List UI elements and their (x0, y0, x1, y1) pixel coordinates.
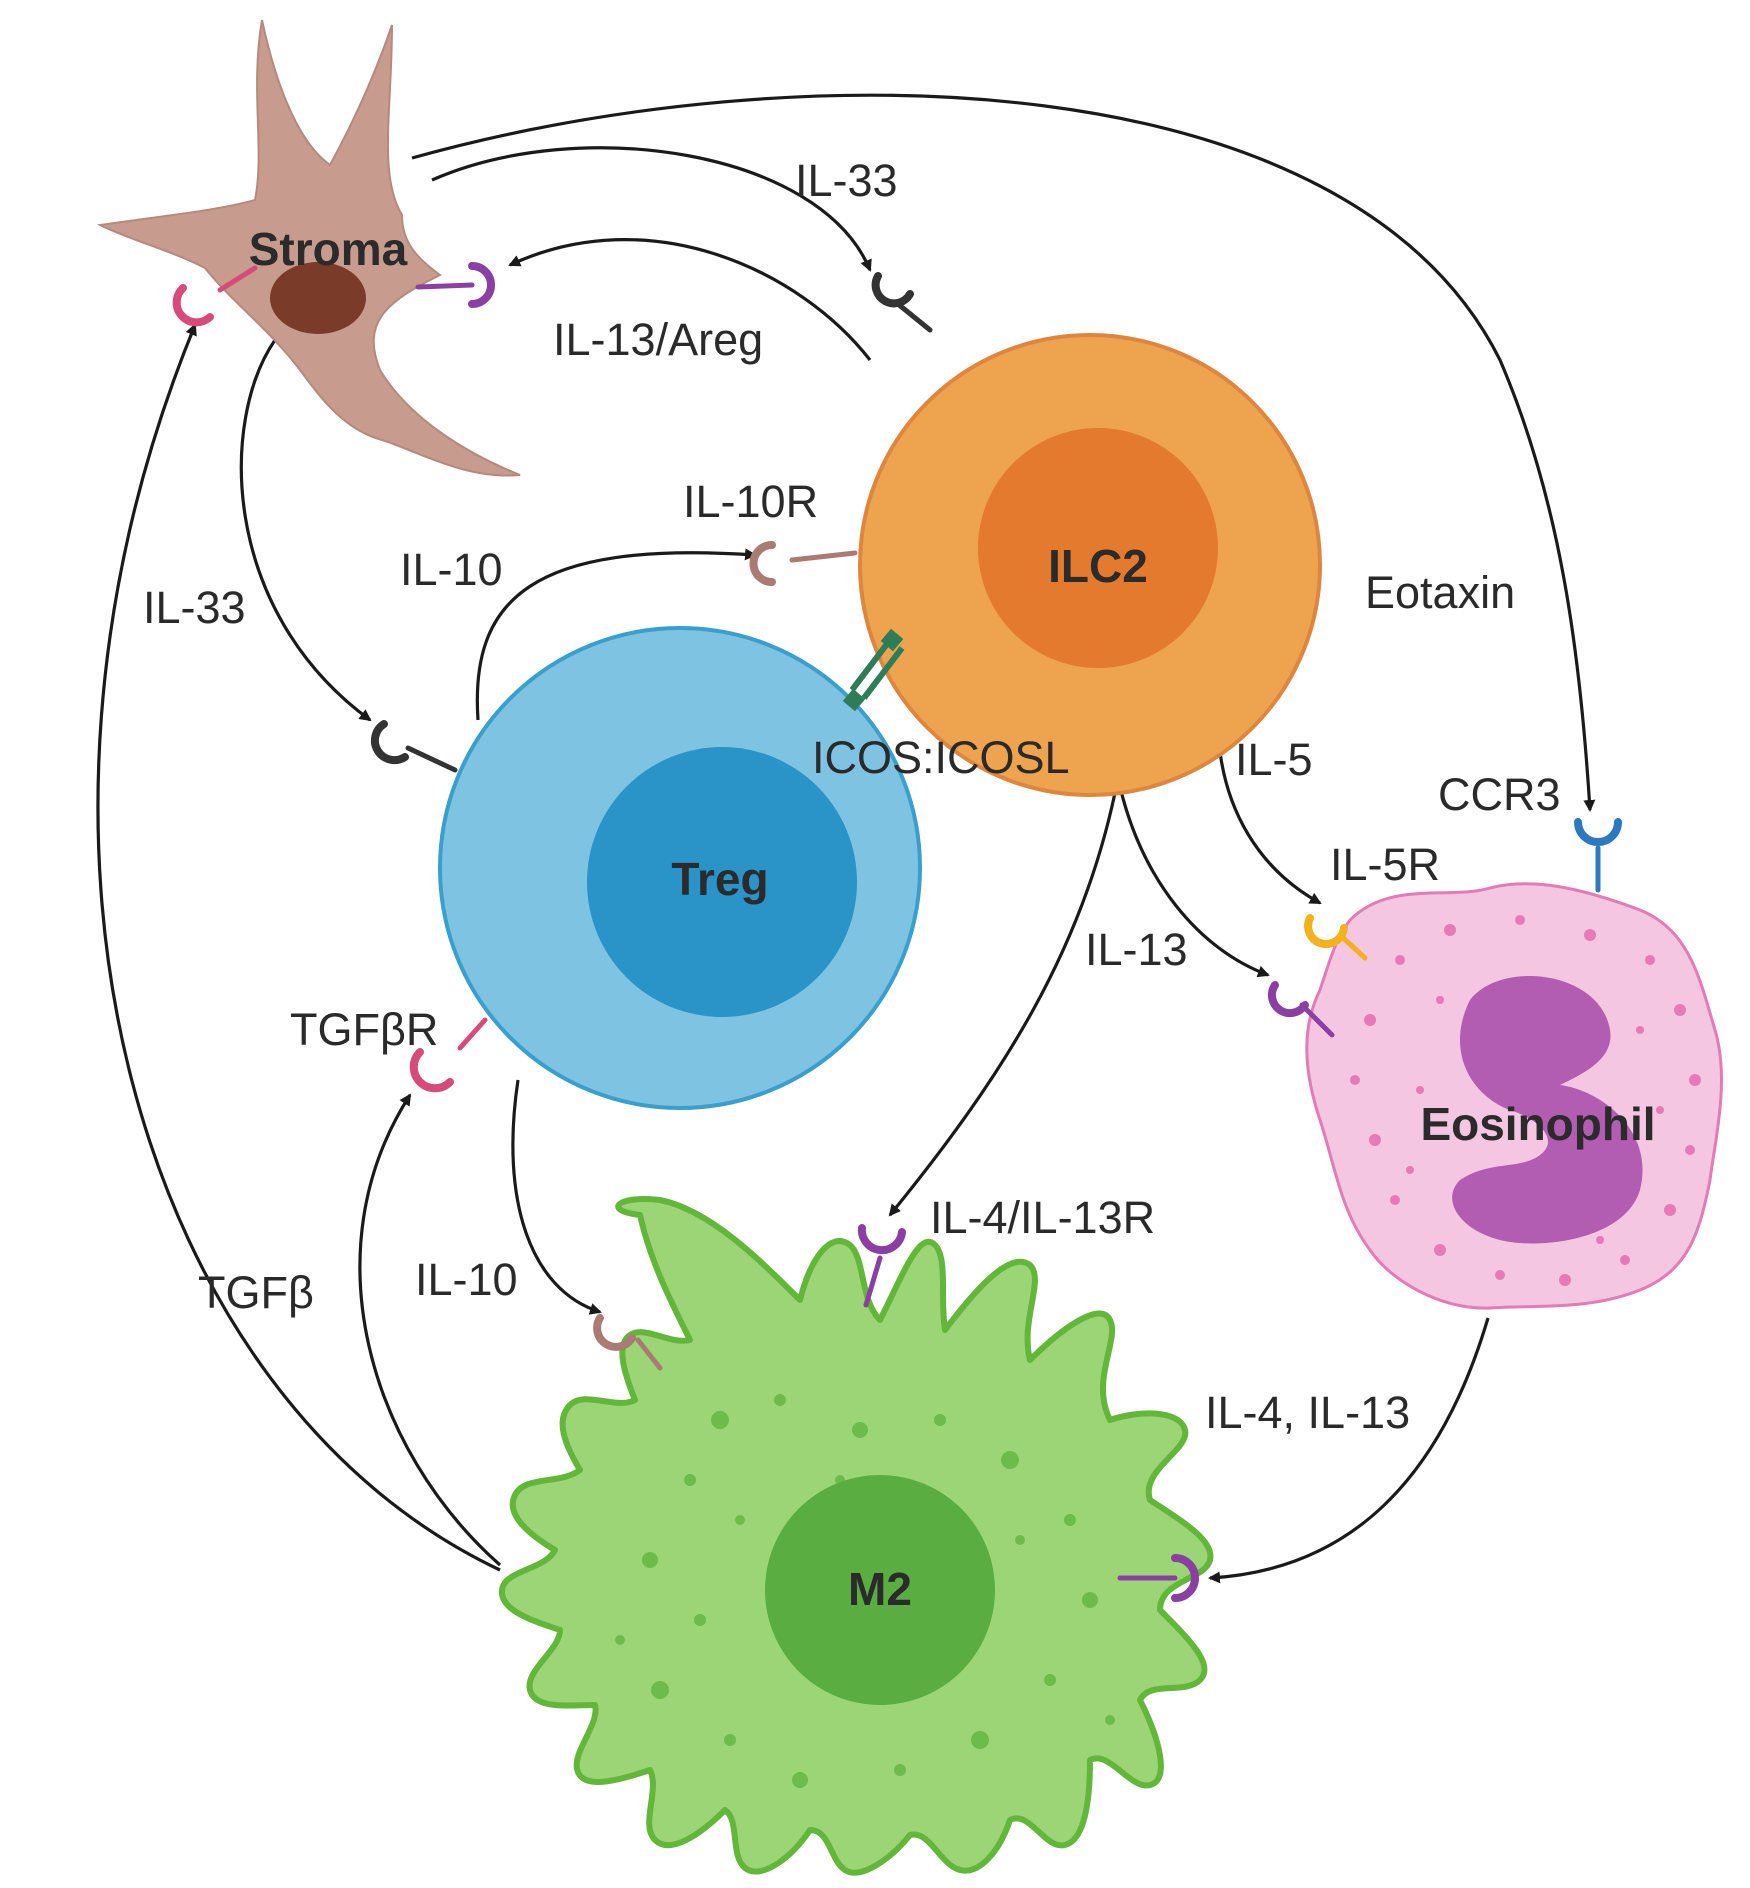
label-il4-il13: IL-4, IL-13 (1205, 1387, 1410, 1438)
stroma-left-receptor (172, 265, 258, 327)
stroma-label: Stroma (249, 223, 408, 275)
arrow-m2-to-stroma (96, 323, 501, 1572)
arrows (96, 93, 1596, 1584)
treg-label: Treg (671, 853, 768, 905)
treg-cell: Treg (438, 626, 922, 1110)
m2-il4-il13r-receptor (857, 1224, 906, 1308)
label-il10-top: IL-10 (400, 544, 503, 595)
label-il33-top: IL-33 (795, 155, 898, 206)
ilc2-il10r-receptor (749, 541, 858, 586)
stroma-body (96, 19, 521, 477)
ilc2-il33-receptor (871, 272, 933, 333)
ilc2-label: ILC2 (1048, 540, 1148, 592)
treg-nucleus (587, 747, 857, 1017)
label-eotaxin: Eotaxin (1365, 567, 1515, 618)
arrow-treg-to-m2-il10 (511, 1079, 602, 1315)
receptors (172, 262, 1622, 1602)
arrow-ilc2-to-stroma-il13-areg (508, 238, 872, 361)
label-ccr3: CCR3 (1438, 769, 1561, 820)
label-tgfbr: TGFβR (290, 1004, 438, 1055)
arrow-stroma-to-ilc2-il33 (431, 146, 872, 272)
m2-label: M2 (848, 1563, 912, 1615)
treg-tgfbr-receptor (409, 1017, 488, 1093)
eosinophil-il13r-receptor (1267, 981, 1335, 1038)
arrow-stroma-to-eosinophil (411, 93, 1596, 812)
stroma-nucleus (270, 262, 366, 334)
m2-right-receptor (1117, 1554, 1199, 1602)
m2-cell: M2 (498, 1196, 1214, 1876)
treg-il33-receptor (371, 720, 458, 773)
stroma-right-receptor (415, 262, 495, 308)
label-il4-il13r: IL-4/IL-13R (930, 1192, 1155, 1243)
arrow-ilc2-to-m2-il13 (888, 777, 1120, 1217)
ilc2-nucleus (978, 428, 1218, 668)
eosinophil-nucleus (1452, 976, 1643, 1244)
label-il5r: IL-5R (1330, 839, 1440, 890)
label-il10r: IL-10R (683, 476, 818, 527)
signal-labels: IL-33 IL-13/Areg IL-10R IL-10 IL-33 Eota… (143, 155, 1561, 1438)
m2-il10r-receptor (593, 1314, 663, 1371)
eosinophil-il5r-receptor (1304, 914, 1368, 961)
arrow-stroma-to-treg-il33 (239, 339, 372, 722)
eosinophil-ccr3-receptor (1574, 818, 1622, 893)
label-il33-left: IL-33 (143, 582, 246, 633)
icos-icosl-connector (842, 628, 905, 712)
label-tgfb: TGFβ (198, 1267, 314, 1318)
ilc2-cell: ILC2 (858, 333, 1322, 797)
stroma-cell: Stroma (96, 19, 521, 477)
eosinophil-granules (1350, 915, 1701, 1286)
label-il10-bottom: IL-10 (415, 1254, 518, 1305)
m2-nucleus (765, 1475, 995, 1705)
label-il13: IL-13 (1085, 924, 1188, 975)
label-il5: IL-5 (1235, 734, 1313, 785)
arrow-ilc2-to-eosinophil-il5 (1216, 729, 1322, 905)
arrow-ilc2-to-eosinophil-il13 (1116, 777, 1270, 978)
arrow-eosinophil-to-m2-il4-il13 (1208, 1317, 1490, 1584)
label-il13-areg: IL-13/Areg (553, 314, 763, 365)
label-icos-icosl: ICOS:ICOSL (812, 732, 1070, 783)
eosinophil-label: Eosinophil (1420, 1098, 1655, 1150)
arrow-treg-to-ilc2-il10 (475, 548, 757, 721)
eosinophil-cell: Eosinophil (1305, 882, 1723, 1310)
m2-granules (615, 1394, 1115, 1788)
arrow-m2-to-treg-tgfb (358, 1093, 502, 1567)
